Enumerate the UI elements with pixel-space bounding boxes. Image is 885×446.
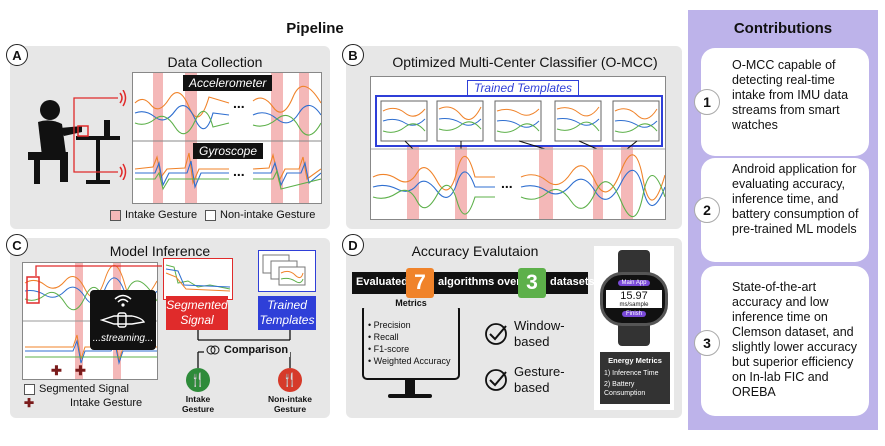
accel-ellipsis: ...	[233, 95, 245, 111]
trained-templates-label: Trained Templates	[467, 80, 580, 96]
intake-gesture-icon: 🍴	[186, 368, 210, 392]
intake-marker: ✚	[75, 363, 86, 378]
energy-inference-time: 1) Inference Time	[604, 370, 659, 377]
segmented-signal-tag: Segmented Signal	[166, 296, 228, 330]
person-eating-icon	[28, 100, 120, 184]
gyroscope-label: Gyroscope	[193, 143, 264, 159]
intake-gesture-label: Intake Gesture	[181, 394, 215, 414]
datasets-text: datasets	[550, 276, 595, 288]
panel-c-badge: C	[6, 234, 28, 256]
energy-metrics-title: Energy Metrics	[608, 356, 662, 365]
contribution-card-3	[701, 266, 869, 416]
gyro-ellipsis: ...	[233, 163, 245, 179]
venn-icon	[206, 345, 220, 355]
segment-connector	[35, 265, 162, 276]
metric-f1: • F1-score	[368, 344, 410, 354]
accelerometer-label: Accelerometer	[183, 75, 273, 91]
panel-a-title: Data Collection	[167, 54, 263, 70]
contribution-text-1: O-MCC capable of detecting real-time int…	[732, 58, 849, 132]
algorithms-over-text: algorithms over	[438, 276, 521, 288]
window-based-label: Window-based	[514, 318, 565, 349]
watch-value: 15.97	[606, 290, 662, 302]
pipeline-title: Pipeline	[286, 20, 344, 37]
legend-intake-label: Intake Gesture	[125, 209, 198, 221]
wifi-icon	[114, 294, 132, 307]
trained-templates-box	[375, 95, 663, 147]
metric-precision: • Precision	[368, 320, 411, 330]
contribution-number-3: 3	[694, 330, 720, 356]
panel-c-title: Model Inference	[109, 243, 211, 259]
panel-d-badge: D	[342, 234, 364, 256]
contribution-text-3: State-of-the-art accuracy and low infere…	[732, 280, 858, 399]
metrics-monitor	[362, 304, 460, 380]
contribution-number-1: 1	[694, 89, 720, 115]
trained-templates-tag: Trained Templates	[258, 296, 316, 330]
contribution-text-2: Android application for evaluating accur…	[732, 162, 859, 236]
intake-marker: ✚	[51, 363, 62, 378]
non-intake-gesture-icon: 🍴	[278, 368, 302, 392]
comparison-label: Comparison	[223, 344, 289, 356]
non-intake-gesture-label: Non-intake Gesture	[268, 394, 312, 414]
contributions-title: Contributions	[733, 20, 833, 37]
metric-recall: • Recall	[368, 332, 399, 342]
panel-a-badge: A	[6, 44, 28, 66]
check-circle-icon	[485, 323, 507, 345]
evaluated-text: Evaluated	[356, 276, 408, 288]
legend-intake-swatch	[110, 210, 121, 221]
datasets-count: 3	[518, 268, 546, 298]
panel-b-title: Optimized Multi-Center Classifier (O-MCC…	[392, 54, 658, 70]
contribution-number-2: 2	[694, 197, 720, 223]
watch-unit: ms/sample	[606, 302, 662, 308]
wrist-signal-lines	[73, 90, 127, 180]
panel-d-title: Accuracy Evalutaion	[411, 243, 539, 259]
legend-segmented-label: Segmented Signal	[39, 383, 129, 395]
legend-intake-gesture-label: Intake Gesture	[70, 397, 143, 409]
segmented-signal-zoom	[163, 258, 233, 300]
panel-b-badge: B	[342, 44, 364, 66]
gesture-based-label: Gesture-based	[514, 364, 565, 395]
metrics-title: Metrics	[362, 298, 460, 308]
legend-intake-marker: ✚	[24, 396, 35, 410]
energy-metrics-box	[600, 352, 670, 404]
streaming-watch: ...streaming...	[90, 290, 156, 350]
metric-weighted-accuracy: • Weighted Accuracy	[368, 356, 451, 366]
contribution-card-1	[701, 48, 869, 156]
energy-battery: 2) Battery Consumption	[604, 381, 646, 397]
omcc-plot: Trained Templates ...	[370, 76, 666, 220]
trained-templates-mini	[258, 250, 316, 292]
legend-non-intake-swatch	[205, 210, 216, 221]
hand-watch-icon	[100, 312, 146, 328]
watch-app-label: Main App	[618, 280, 650, 286]
watch-finish-button[interactable]: Finish	[622, 311, 646, 317]
algorithms-count: 7	[406, 268, 434, 298]
comparison-row: Comparison	[204, 343, 290, 357]
imu-signal-plot: Accelerometer Gyroscope ... ...	[132, 72, 322, 204]
omcc-ellipsis: ...	[501, 175, 513, 191]
monitor-base	[388, 394, 432, 398]
streaming-label: ...streaming...	[92, 333, 154, 344]
contribution-card-2	[701, 158, 869, 262]
check-circle-icon	[485, 369, 507, 391]
monitor-stand	[405, 380, 415, 394]
legend-non-intake-label: Non-intake Gesture	[220, 209, 316, 221]
legend-segmented-swatch	[24, 384, 35, 395]
